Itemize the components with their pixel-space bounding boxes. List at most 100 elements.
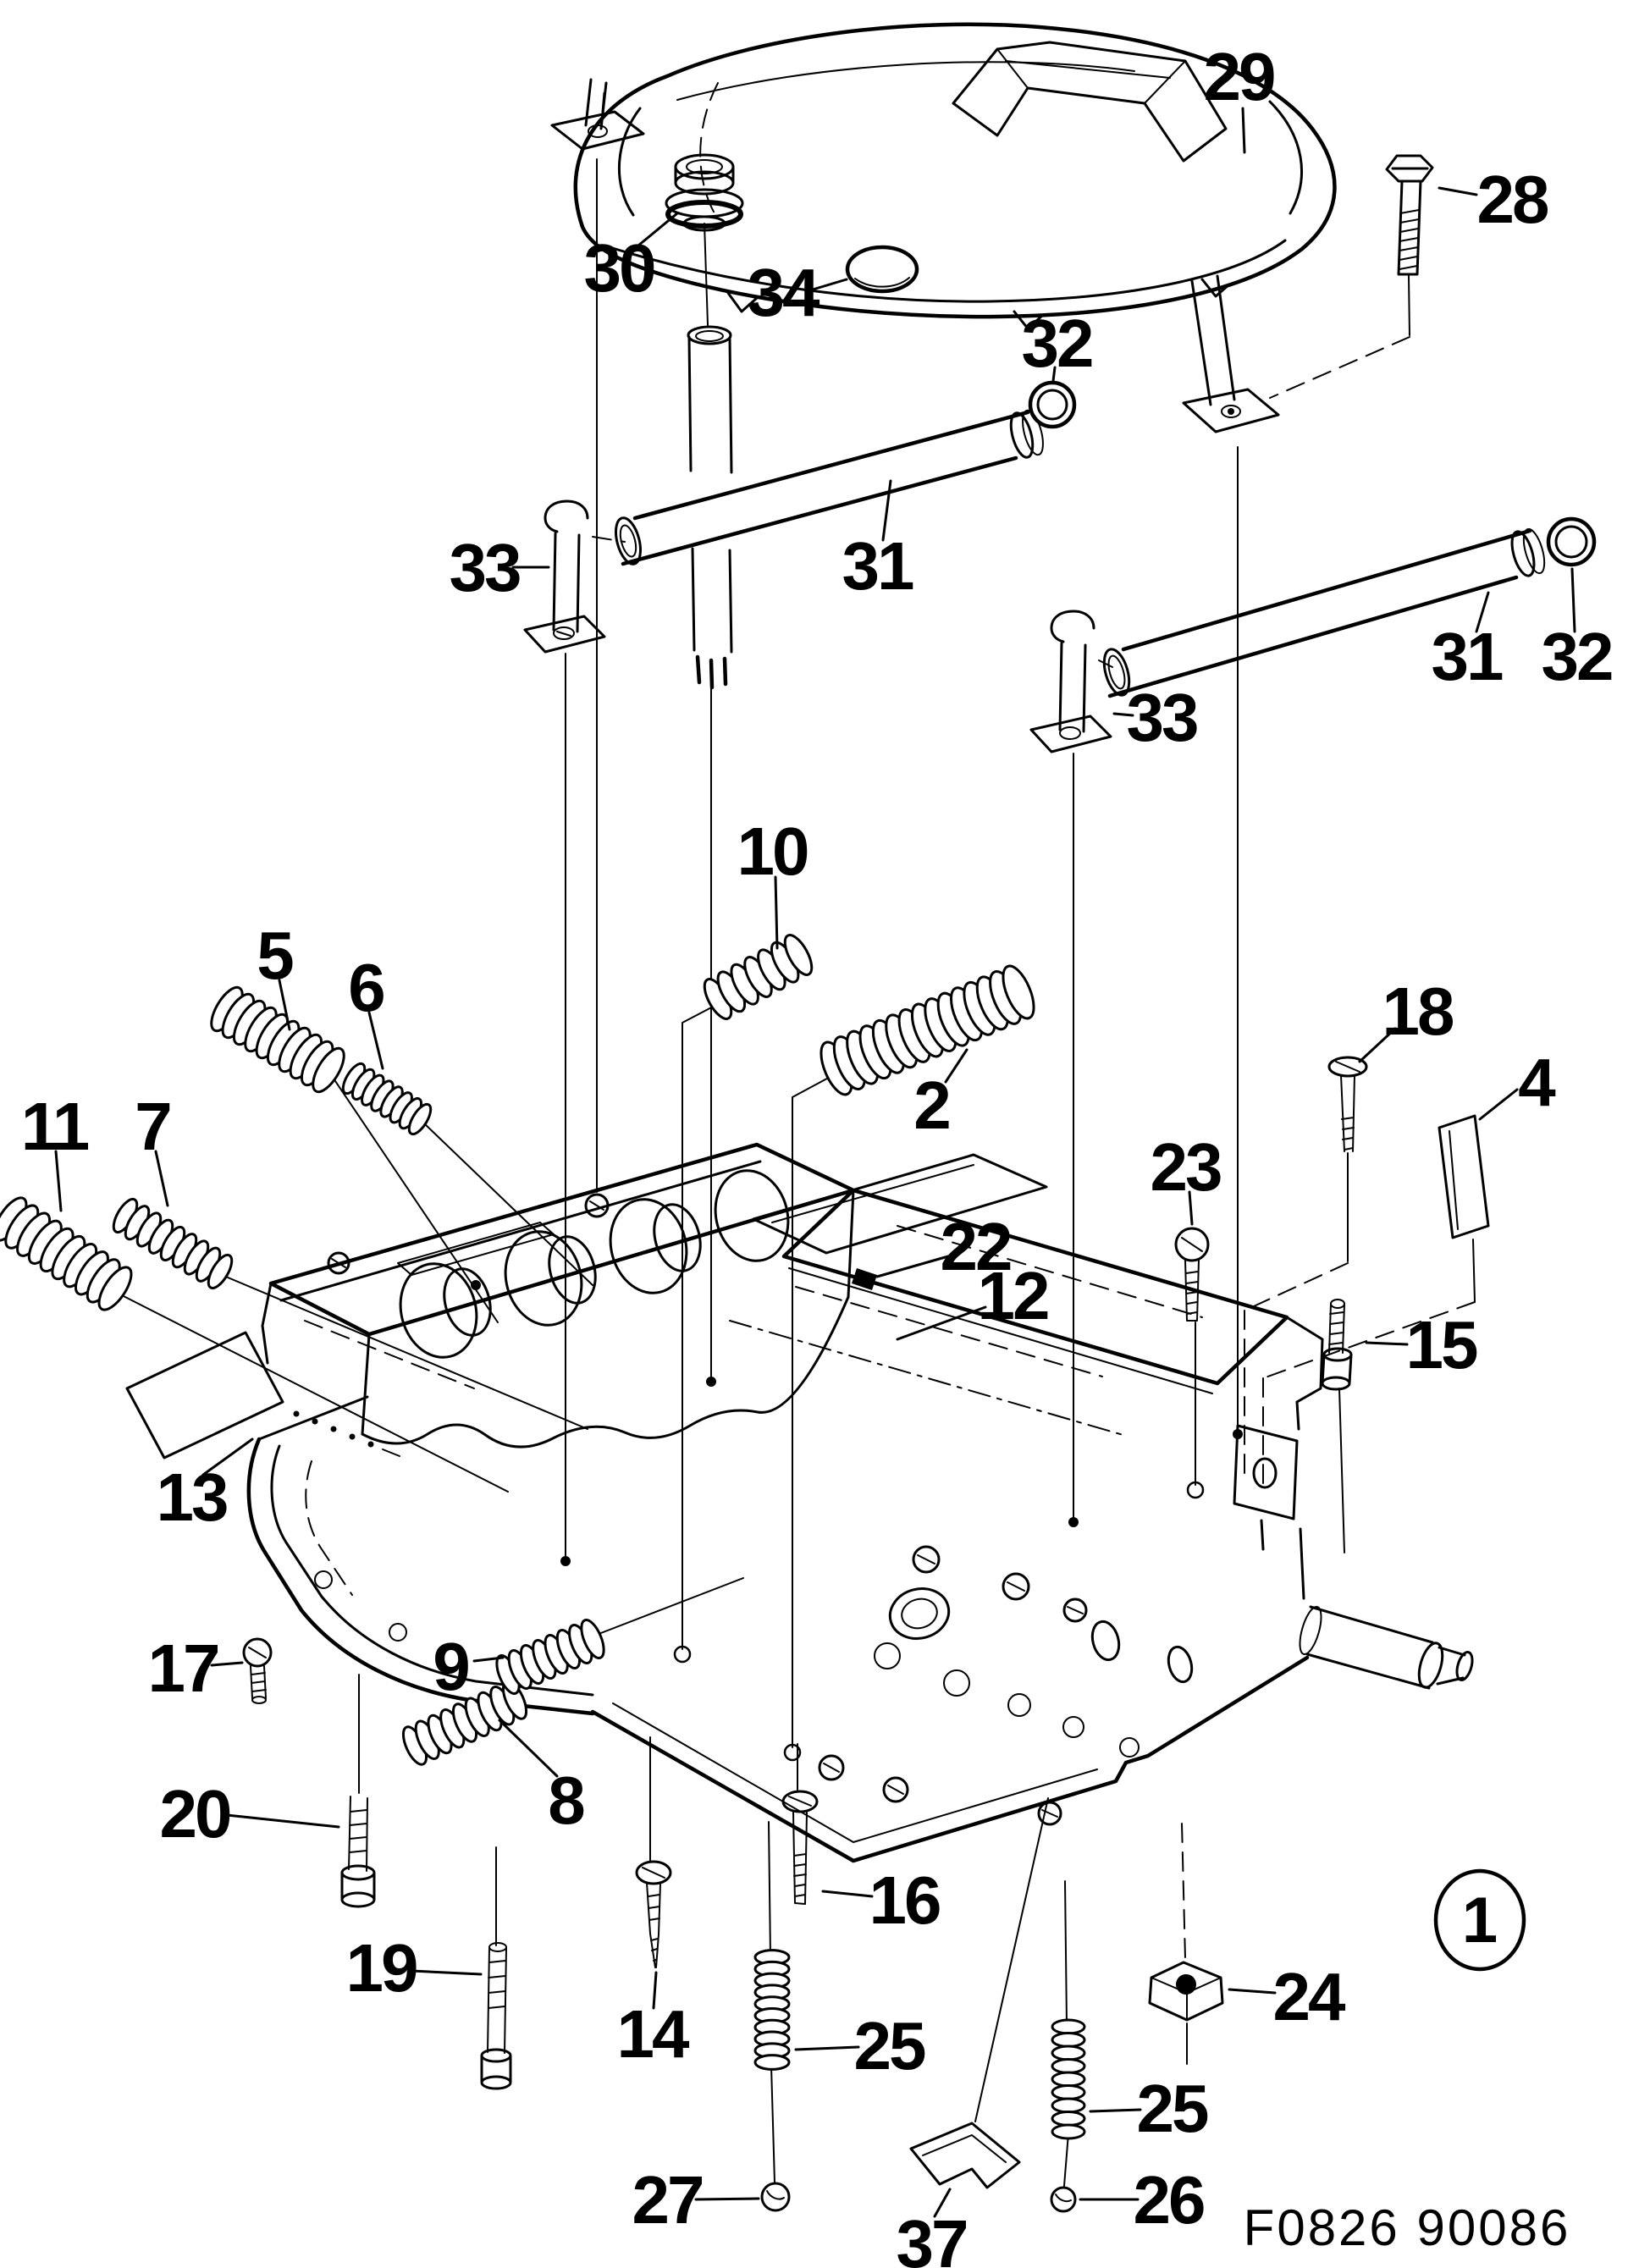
bore-hole xyxy=(673,1645,692,1664)
callout-6: 6 xyxy=(348,950,386,1070)
callout-12: 12 xyxy=(896,1258,1051,1341)
callout-number: 18 xyxy=(1382,974,1454,1049)
dashed-strip4-a xyxy=(1262,1301,1476,1379)
callout-leader xyxy=(1478,1088,1519,1121)
screw-23 xyxy=(1174,1227,1210,1322)
bolt-19 xyxy=(480,1942,512,2090)
callout-37: 37 xyxy=(897,2188,968,2268)
clamp-33-right xyxy=(1029,610,1112,753)
callout-leader xyxy=(637,212,679,247)
pointer-spring6 xyxy=(422,1122,593,1286)
clamp-33-left xyxy=(523,499,606,654)
callout-leader xyxy=(875,1255,950,1278)
leader-spring25r-up xyxy=(1064,1880,1068,2026)
callout-number: 8 xyxy=(548,1763,584,1838)
callout-8: 8 xyxy=(498,1719,587,1838)
leader-grommet-tube xyxy=(704,223,709,326)
callout-23: 23 xyxy=(1151,1129,1223,1226)
callout-leader xyxy=(201,1438,254,1476)
callout-number: 13 xyxy=(157,1460,227,1535)
callout-number: 31 xyxy=(842,528,913,604)
callout-4: 4 xyxy=(1478,1045,1559,1121)
screw-17 xyxy=(242,1637,273,1704)
spring-11 xyxy=(0,1196,133,1311)
callout-number: 17 xyxy=(148,1631,218,1706)
o-ring-32-right xyxy=(1546,516,1597,567)
drawing-number: F0826 90086 xyxy=(1244,2199,1571,2256)
callout-leader xyxy=(944,1048,968,1084)
callout-number: 7 xyxy=(135,1089,170,1164)
callout-number: 23 xyxy=(1151,1129,1221,1205)
callout-34: 34 xyxy=(748,255,848,330)
dashed-bolt28 xyxy=(1269,336,1410,399)
callout-number: 9 xyxy=(433,1629,468,1704)
leader-spring25l-up xyxy=(768,1821,771,1956)
callout-32: 32 xyxy=(1022,306,1095,383)
callout-leader xyxy=(1241,107,1246,154)
callout-leader xyxy=(881,479,892,542)
callout-number: 2 xyxy=(913,1068,949,1143)
callout-27: 27 xyxy=(632,2162,760,2238)
plate-13 xyxy=(125,1331,400,1460)
bracket-37 xyxy=(909,2122,1021,2189)
bolt-20 xyxy=(340,1796,376,1908)
callout-number: 11 xyxy=(21,1089,89,1164)
callout-leader xyxy=(154,1150,169,1207)
spring-coil xyxy=(1051,2084,1086,2100)
ball-26 xyxy=(1050,2186,1077,2213)
pipe-31-right xyxy=(1102,527,1546,698)
callout-32: 32 xyxy=(1542,567,1614,694)
dashed-33a-tube xyxy=(592,536,626,543)
leader-spring25l-down xyxy=(770,2065,775,2183)
spring-6 xyxy=(341,1062,433,1136)
sheet-badge: 1 xyxy=(1433,1868,1526,1972)
callout-number: 34 xyxy=(748,255,820,330)
leader-spring25r-down xyxy=(1063,2133,1069,2187)
callout-leader xyxy=(1438,186,1478,196)
callout-31: 31 xyxy=(842,479,916,604)
spring-coil xyxy=(1051,2071,1086,2088)
spring-5 xyxy=(210,985,345,1094)
callout-leader xyxy=(1358,1027,1397,1063)
callout-number: 27 xyxy=(632,2162,703,2238)
strip-4 xyxy=(1438,1114,1490,1239)
screw-14 xyxy=(635,1860,672,1968)
callout-leader xyxy=(1051,366,1057,383)
springs-layer xyxy=(0,934,1086,2140)
nut-24 xyxy=(1148,1961,1224,2022)
callout-leader xyxy=(210,1661,244,1667)
callout-number: 10 xyxy=(737,814,808,889)
callout-number: 32 xyxy=(1022,306,1092,381)
callout-leader xyxy=(278,979,291,1031)
callout-leader xyxy=(774,875,779,950)
callout-28: 28 xyxy=(1438,162,1551,237)
spring-9 xyxy=(495,1619,605,1695)
callout-leader xyxy=(933,2188,952,2218)
spring-coil xyxy=(580,1619,605,1659)
callout-5: 5 xyxy=(257,918,295,1031)
callout-19: 19 xyxy=(346,1930,483,2006)
dashed-33b-tube xyxy=(1098,659,1113,668)
callout-number: 6 xyxy=(348,950,384,1025)
callout-leader xyxy=(1089,2108,1142,2113)
callout-leader xyxy=(1228,1988,1277,1995)
dashed-topface-b xyxy=(897,1225,1203,1318)
callout-33: 33 xyxy=(450,530,550,605)
callout-26: 26 xyxy=(1079,2162,1206,2238)
spring-coil xyxy=(312,1046,345,1094)
spring-coil xyxy=(97,1266,133,1311)
bore-hole xyxy=(1186,1481,1205,1499)
callout-31: 31 xyxy=(1432,591,1505,694)
dashed-screw18-a xyxy=(1244,1262,1349,1311)
locating-dot xyxy=(1233,1429,1243,1439)
bore-hole xyxy=(783,1743,802,1762)
locating-dot xyxy=(471,1280,481,1290)
callout-number: 33 xyxy=(1127,680,1197,755)
callout-number: 22 xyxy=(941,1209,1011,1284)
callout-7: 7 xyxy=(135,1089,173,1207)
callout-13: 13 xyxy=(157,1438,254,1535)
callout-number: 29 xyxy=(1204,39,1274,114)
spring-coil xyxy=(1051,2058,1086,2074)
dashed-tray-interior xyxy=(304,1320,475,1389)
